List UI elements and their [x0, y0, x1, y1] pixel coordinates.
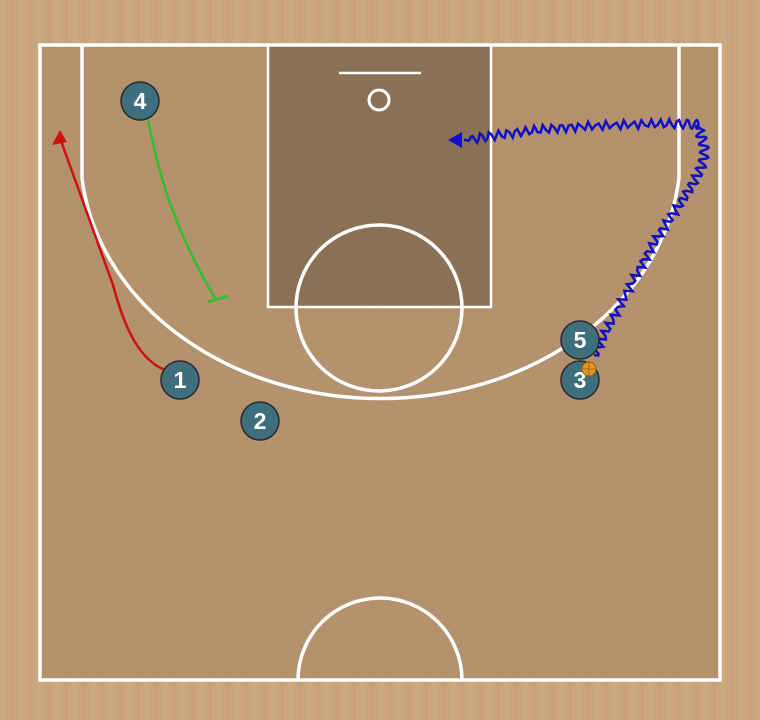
center-circle: [296, 596, 464, 681]
player-4[interactable]: 4: [120, 81, 160, 121]
rim: [367, 88, 391, 112]
player-marker: [120, 81, 160, 121]
paint-area: [268, 45, 491, 307]
player-2[interactable]: 2: [240, 401, 280, 441]
cut-path-player-1: [58, 137, 166, 372]
screen-bar: [207, 294, 229, 304]
basketball-icon: [581, 361, 597, 377]
free-throw-circle: [294, 223, 464, 393]
player-marker: [160, 360, 200, 400]
player-number: 5: [574, 327, 587, 353]
dribble-path-player-3: [463, 116, 711, 357]
player-5[interactable]: 5: [560, 320, 600, 360]
player-1[interactable]: 1: [160, 360, 200, 400]
lane-lines: [266, 43, 493, 309]
dribble-arrowhead: [448, 132, 462, 148]
player-number: 1: [174, 367, 187, 393]
player-marker: [560, 320, 600, 360]
cut-arrowhead: [52, 130, 67, 145]
player-marker: [240, 401, 280, 441]
actions: [52, 116, 711, 372]
player-number: 2: [254, 408, 267, 434]
screen-path-player-4: [146, 119, 218, 301]
player-number: 4: [134, 88, 147, 114]
